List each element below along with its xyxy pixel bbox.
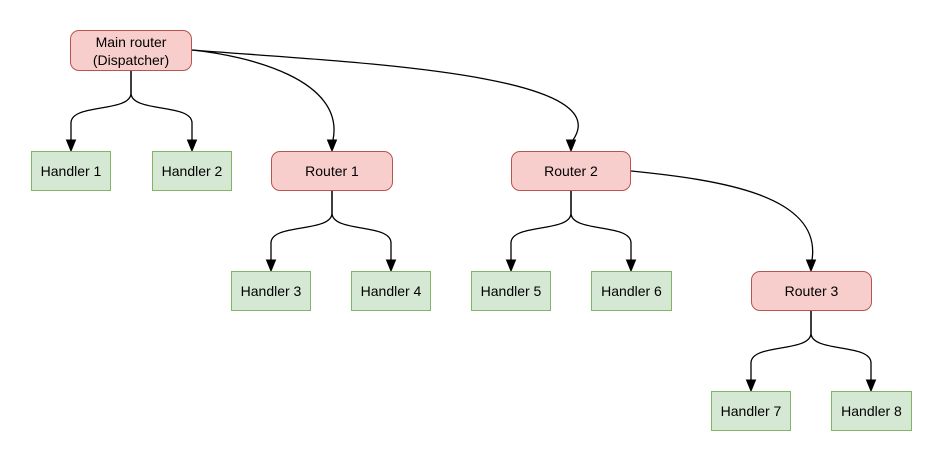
edge-router-2-to-handler-6 [570, 191, 632, 261]
node-label: Handler 4 [360, 283, 422, 299]
node-router-3: Router 3 [751, 271, 872, 311]
node-handler-2: Handler 2 [152, 151, 232, 191]
node-router-2: Router 2 [511, 151, 631, 191]
edge-main-router-to-router-2 [191, 49, 579, 141]
node-label: Handler 7 [720, 403, 782, 419]
node-handler-7: Handler 7 [711, 391, 791, 431]
edge-main-router-to-handler-1 [70, 71, 132, 141]
node-handler-1: Handler 1 [31, 151, 111, 191]
node-label: Router 2 [544, 163, 598, 179]
node-label: Handler 8 [841, 403, 902, 419]
node-label: Handler 5 [480, 283, 542, 299]
node-router-1: Router 1 [271, 151, 393, 191]
edge-main-router-to-handler-2 [130, 71, 193, 141]
edge-router-2-to-handler-5 [510, 191, 572, 261]
node-label: Handler 3 [240, 283, 302, 299]
arrowhead-to-router-3 [805, 259, 817, 273]
node-main-router: Main router (Dispatcher) [70, 30, 192, 71]
node-handler-8: Handler 8 [831, 391, 912, 431]
node-handler-3: Handler 3 [231, 271, 311, 311]
node-label: Handler 6 [601, 283, 662, 299]
node-label: Router 1 [305, 163, 359, 179]
node-label-line1: Main router [95, 33, 167, 50]
node-handler-4: Handler 4 [351, 271, 431, 311]
arrowhead-to-handler-3 [265, 259, 277, 273]
node-label: Handler 1 [40, 163, 102, 179]
edge-router-3-to-handler-8 [810, 311, 872, 381]
node-label-line2: (Dispatcher) [92, 51, 170, 68]
node-label: Handler 2 [161, 163, 223, 179]
arrowhead-to-handler-7 [745, 379, 757, 393]
edge-router-2-to-router-3 [630, 170, 814, 261]
edge-router-3-to-handler-7 [750, 311, 812, 381]
edge-router-1-to-handler-3 [270, 191, 333, 261]
arrowhead-to-router-1 [326, 139, 338, 153]
node-label: Router 3 [784, 283, 839, 299]
arrowhead-to-handler-6 [625, 259, 637, 273]
node-handler-5: Handler 5 [471, 271, 551, 311]
node-handler-6: Handler 6 [591, 271, 672, 311]
edge-main-router-to-router-1 [191, 49, 335, 141]
arrowhead-to-handler-4 [385, 259, 397, 273]
node-main-router-label: Main router (Dispatcher) [93, 33, 169, 69]
arrowhead-to-handler-1 [65, 139, 77, 153]
arrowhead-to-handler-2 [186, 139, 198, 153]
edge-router-1-to-handler-4 [331, 191, 392, 261]
arrowhead-to-handler-8 [865, 379, 877, 393]
arrowhead-to-router-2 [565, 139, 577, 153]
arrowhead-to-handler-5 [505, 259, 517, 273]
